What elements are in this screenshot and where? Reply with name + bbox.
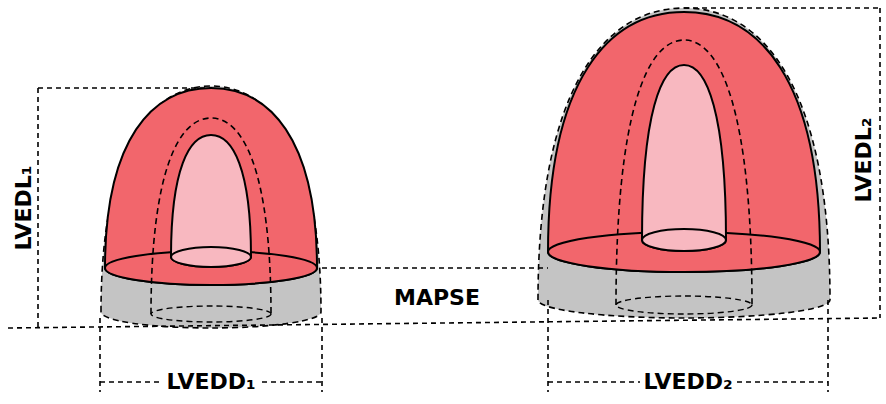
- dimension-line: [8, 318, 880, 328]
- dimension-line: [321, 318, 323, 392]
- myocardium: [548, 12, 820, 272]
- dimension-line: [547, 300, 549, 392]
- dimension-label: LVEDL₁: [12, 162, 36, 255]
- lv-cavity: [642, 65, 726, 251]
- lv-cavity: [171, 135, 251, 267]
- outer-wall-diastole: [538, 8, 830, 318]
- myocardium: [105, 88, 317, 285]
- dimension-line: [322, 267, 548, 269]
- dimension-line: [37, 88, 39, 328]
- cavity-base: [642, 229, 726, 251]
- cavity-base-diastole: [616, 296, 752, 314]
- dimension-line: [99, 318, 101, 392]
- endocardium-diastole: [616, 40, 752, 305]
- cavity-base-diastole: [151, 306, 271, 322]
- dimension-line: [38, 87, 211, 89]
- dimension-label: LVEDD₁: [163, 370, 260, 394]
- dimension-line: [684, 7, 880, 9]
- endocardium-diastole: [151, 118, 271, 314]
- dimension-line: [827, 300, 829, 392]
- outer-wall-diastole: [101, 86, 321, 328]
- dimension-label: LVEDL₂: [852, 114, 876, 207]
- dimension-label: MAPSE: [390, 286, 484, 310]
- dimension-label: LVEDD₂: [640, 370, 737, 394]
- dimension-line: [879, 8, 881, 318]
- cavity-base: [171, 247, 251, 267]
